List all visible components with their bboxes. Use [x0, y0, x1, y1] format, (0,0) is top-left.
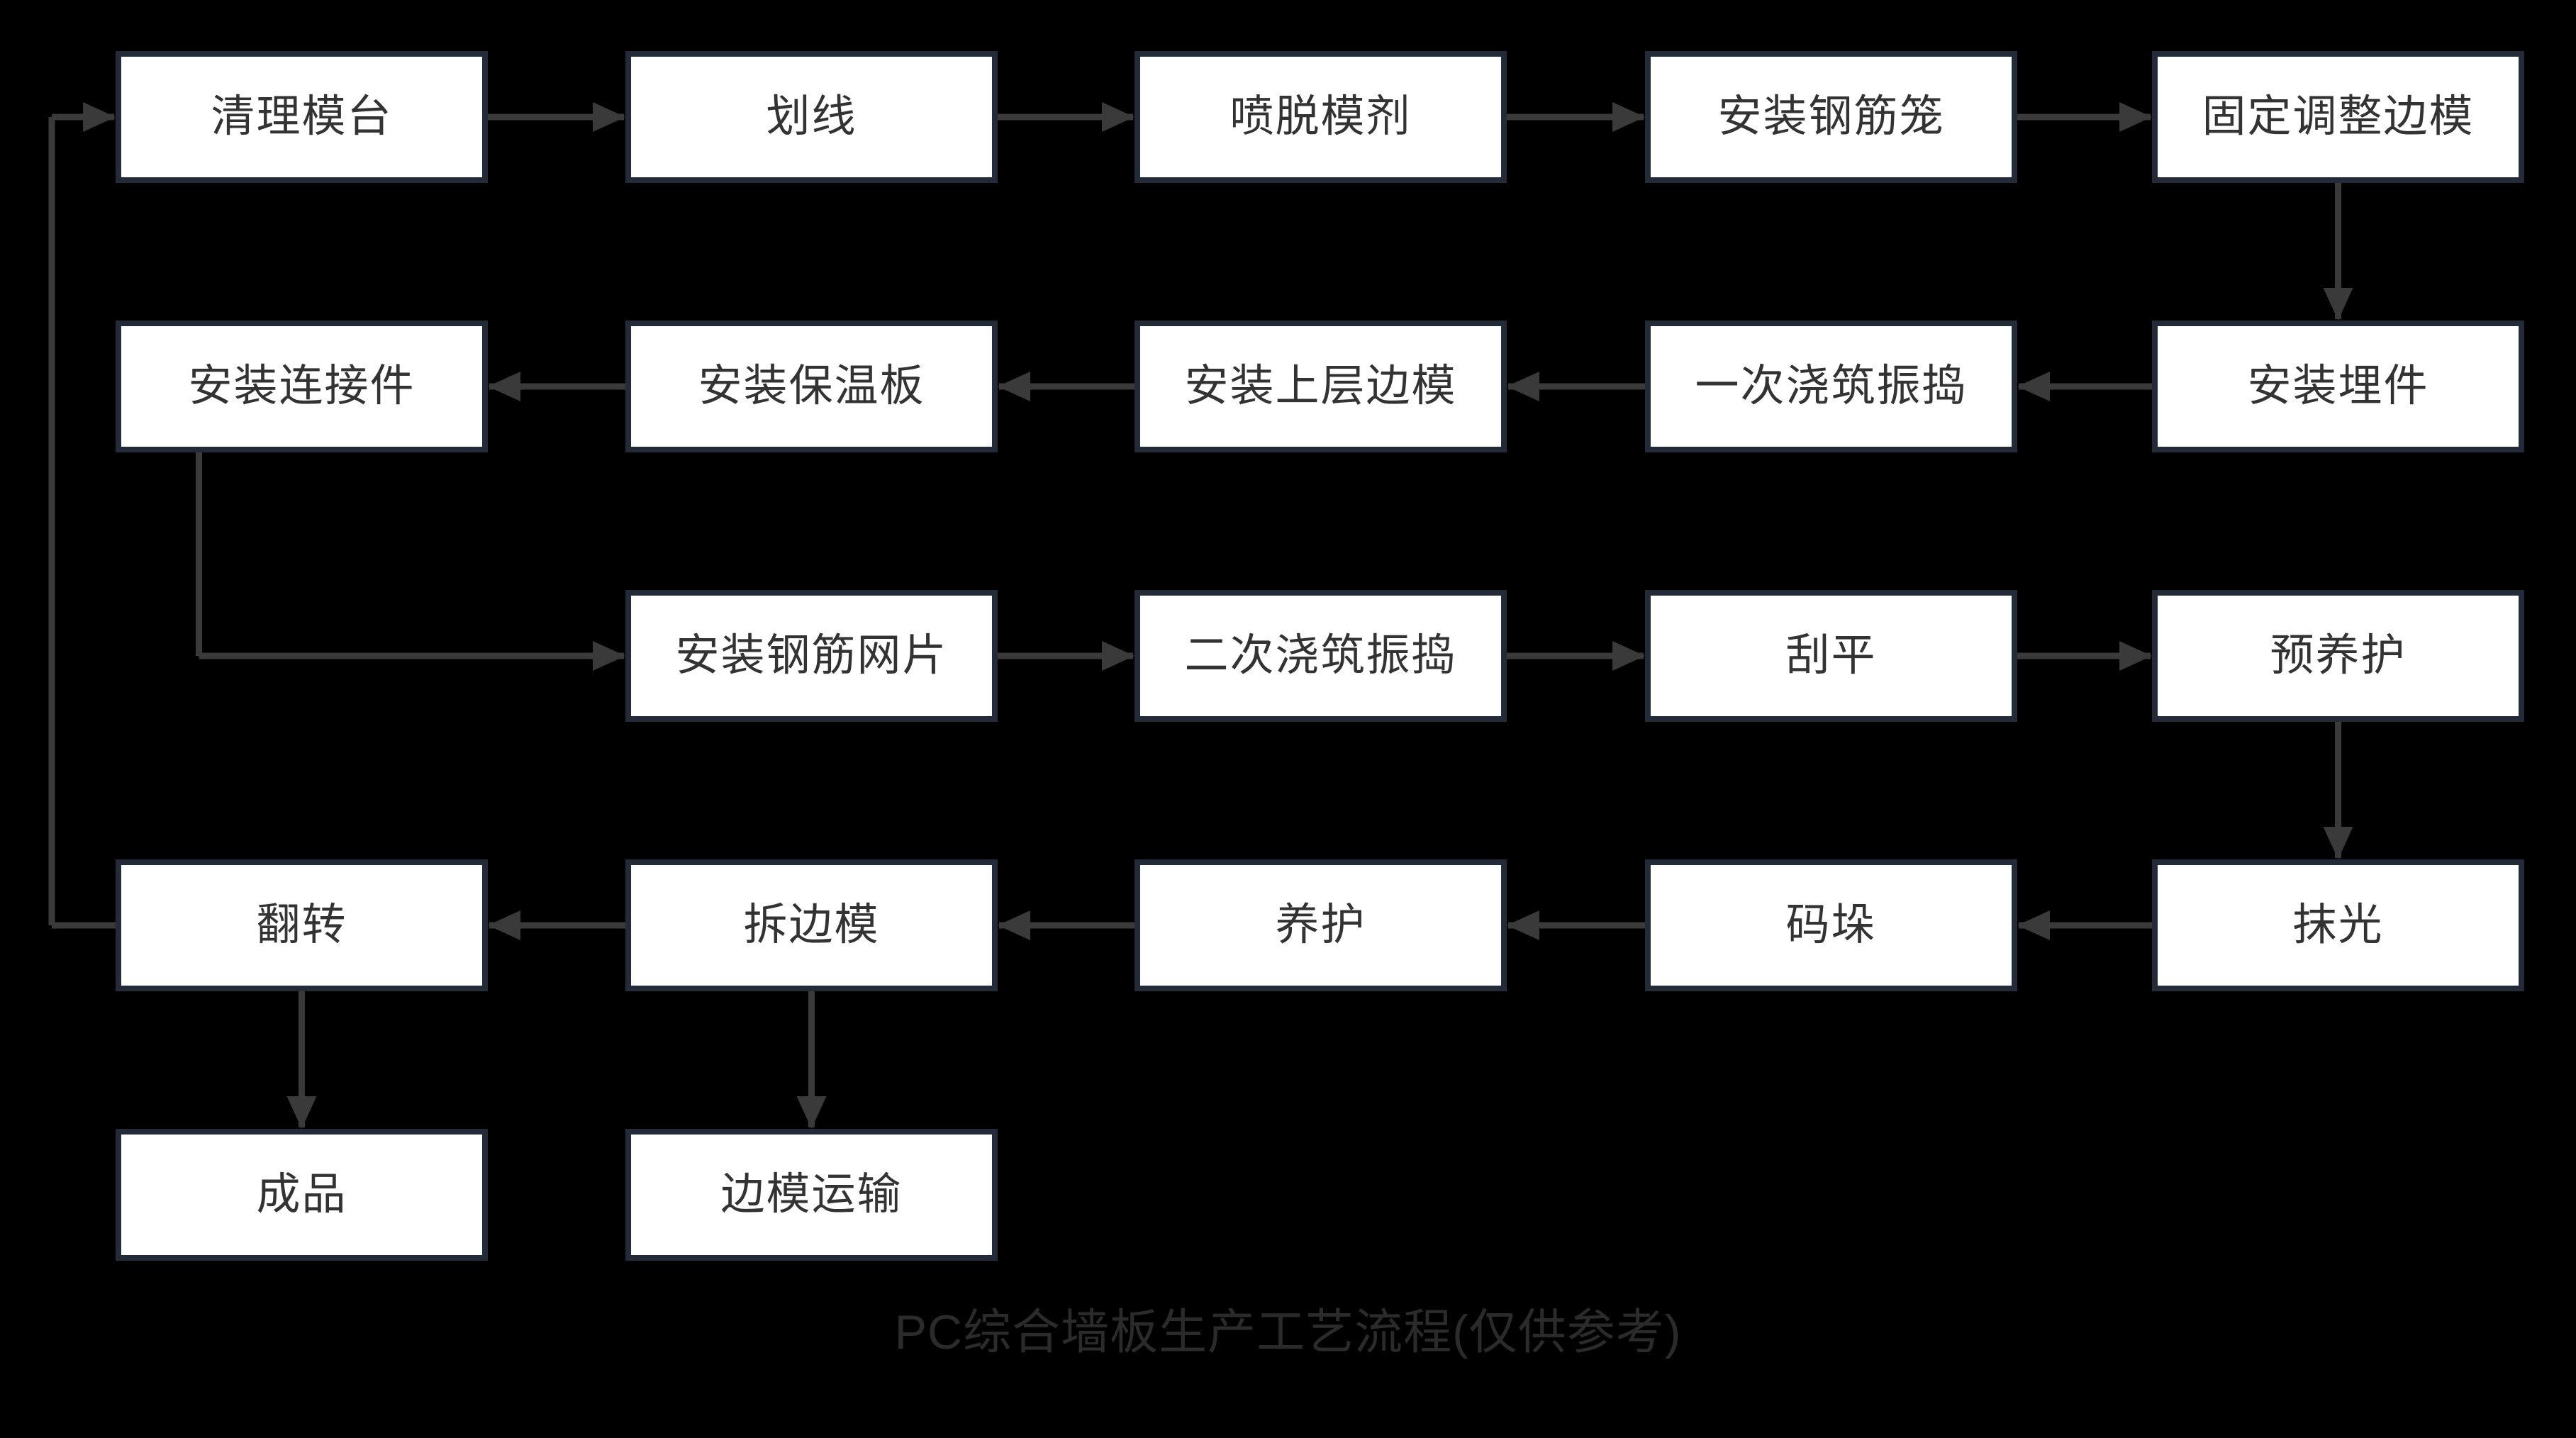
edge-n19-to-n20-arrowhead [286, 1096, 317, 1129]
node-guaping[interactable]: 刮平 [1645, 590, 2017, 722]
node-label: 安装保温板 [698, 362, 925, 411]
node-yuyanghu[interactable]: 预养护 [2152, 590, 2524, 722]
node-pentuomoji[interactable]: 喷脱模剂 [1134, 51, 1507, 183]
edge-n10-to-n11-arrowhead [593, 641, 625, 671]
edge-n19-to-n1-arrowhead [83, 102, 116, 132]
node-yanghu[interactable]: 养护 [1134, 859, 1507, 991]
edge-n13-to-n14-arrowhead [2119, 641, 2152, 671]
node-chengpin[interactable]: 成品 [116, 1129, 488, 1261]
node-bianmoyunshu[interactable]: 边模运输 [625, 1129, 998, 1261]
edge-n15-to-n16-arrowhead [2017, 910, 2050, 940]
node-qinglimotai[interactable]: 清理模台 [116, 51, 488, 183]
edge-n8-to-n9-arrowhead [998, 372, 1030, 401]
node-label: 成品 [256, 1170, 347, 1219]
edge-n2-to-n3-arrowhead [1102, 102, 1134, 132]
node-label: 翻转 [256, 901, 347, 949]
edge-n7-to-n8-arrowhead [1507, 372, 1539, 401]
node-anzhuanglianjiejian[interactable]: 安装连接件 [116, 321, 488, 452]
node-label: 码垛 [1785, 901, 1877, 949]
edge-n11-to-n12-arrowhead [1102, 641, 1134, 671]
edge-n18-to-n21-arrowhead [796, 1096, 827, 1129]
node-label: 刮平 [1785, 631, 1877, 680]
edge-n6-to-n7-arrowhead [2017, 372, 2050, 401]
node-fanzhuan[interactable]: 翻转 [116, 859, 488, 991]
node-anzhuanggangjinlong[interactable]: 安装钢筋笼 [1645, 51, 2017, 183]
edge-n9-to-n10-arrowhead [488, 372, 520, 401]
node-label: 预养护 [2270, 631, 2407, 680]
node-huaxian[interactable]: 划线 [625, 51, 998, 183]
node-anzhuangmaijian[interactable]: 安装埋件 [2152, 321, 2524, 452]
node-label: 安装上层边模 [1184, 362, 1457, 411]
edge-n4-to-n5-arrowhead [2119, 102, 2152, 132]
edge-n17-to-n18-arrowhead [998, 910, 1030, 940]
node-label: 安装埋件 [2247, 362, 2429, 411]
node-label: 喷脱模剂 [1230, 92, 1412, 141]
node-label: 二次浇筑振捣 [1184, 631, 1457, 680]
node-label: 抹光 [2292, 901, 2384, 949]
edge-n5-to-n6-arrowhead [2323, 288, 2353, 321]
node-label: 边模运输 [720, 1170, 903, 1219]
node-label: 安装连接件 [188, 362, 416, 411]
edge-n18-to-n19-arrowhead [488, 910, 520, 940]
node-chaibianmo[interactable]: 拆边模 [625, 859, 998, 991]
node-label: 一次浇筑振捣 [1695, 362, 1968, 411]
node-anzhuanggangjinwangpian[interactable]: 安装钢筋网片 [625, 590, 998, 722]
node-ercijiaozhuzhendao[interactable]: 二次浇筑振捣 [1134, 590, 1507, 722]
node-label: 划线 [766, 92, 857, 141]
edge-n3-to-n4-arrowhead [1612, 102, 1645, 132]
node-maduo[interactable]: 码垛 [1645, 859, 2017, 991]
node-label: 安装钢筋笼 [1717, 92, 1945, 141]
node-gudingtiaozhengbianmo[interactable]: 固定调整边模 [2152, 51, 2524, 183]
edge-n1-to-n2-arrowhead [593, 102, 625, 132]
node-moguang[interactable]: 抹光 [2152, 859, 2524, 991]
edge-n14-to-n15-arrowhead [2323, 827, 2353, 859]
node-anzhuangshangcengbianmo[interactable]: 安装上层边模 [1134, 321, 1507, 452]
node-anzhuangbaowenban[interactable]: 安装保温板 [625, 321, 998, 452]
edge-n12-to-n13-arrowhead [1612, 641, 1645, 671]
edge-n16-to-n17-arrowhead [1507, 910, 1539, 940]
diagram-caption: PC综合墙板生产工艺流程(仅供参考) [894, 1305, 1682, 1359]
node-label: 养护 [1275, 901, 1366, 949]
node-label: 清理模台 [211, 92, 393, 141]
node-label: 安装钢筋网片 [675, 631, 948, 680]
node-label: 拆边模 [743, 901, 880, 949]
node-label: 固定调整边模 [2202, 92, 2475, 141]
node-yicijiaozhuzhendao[interactable]: 一次浇筑振捣 [1645, 321, 2017, 452]
